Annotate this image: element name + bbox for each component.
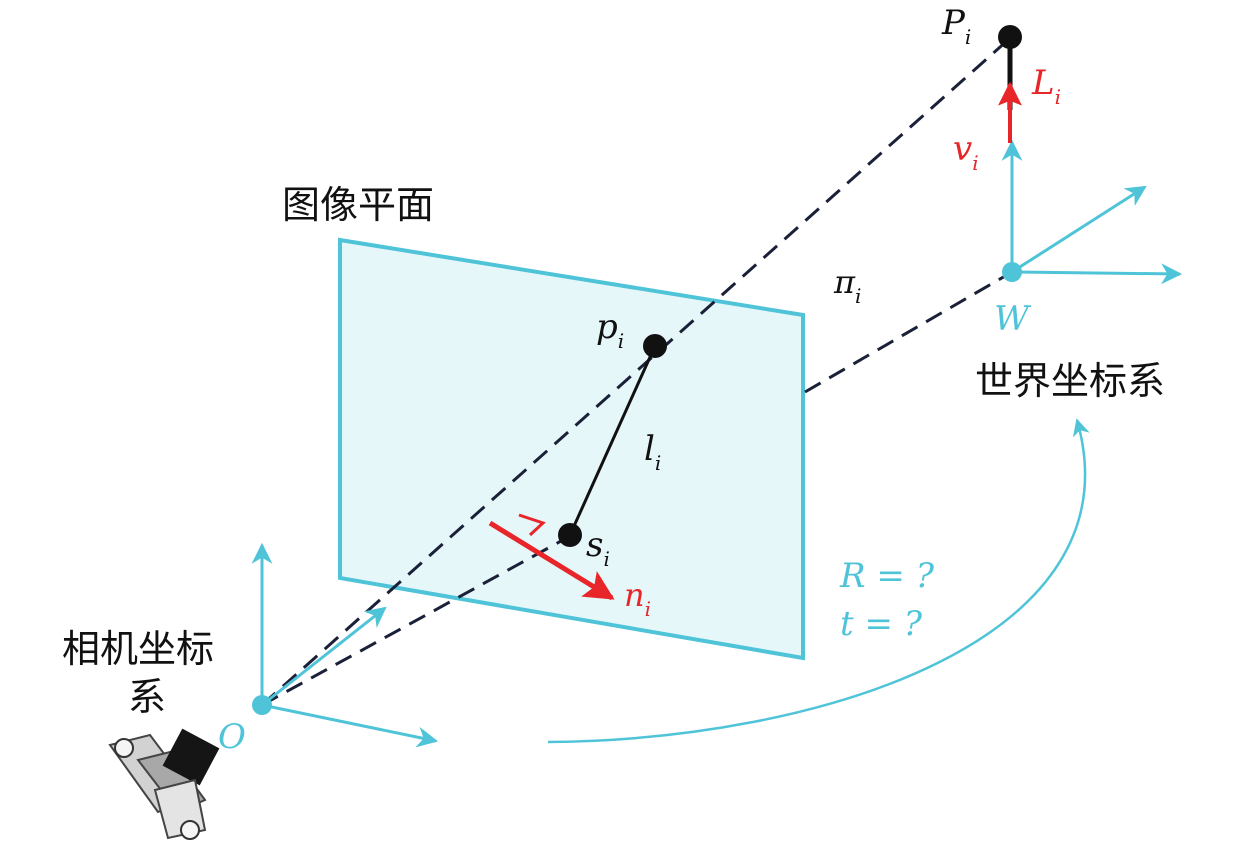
camera-axis-z xyxy=(261,606,387,707)
camera-frame-label-line1: 相机坐标 xyxy=(62,627,214,671)
label-translation-unknown: t = ? xyxy=(840,604,923,644)
point-2d-s-dot xyxy=(558,523,582,547)
plane-trace-to-W xyxy=(804,270,1013,394)
label-W: W xyxy=(994,299,1032,339)
world-frame-label: 世界坐标系 xyxy=(975,359,1165,403)
label-l: li xyxy=(644,429,661,475)
world-frame-axes xyxy=(1001,139,1183,285)
camera-axis-x xyxy=(261,703,439,748)
camera-frame-label-line2: 系 xyxy=(128,675,166,719)
line-2d-l xyxy=(568,345,657,536)
label-s: si xyxy=(586,525,610,571)
world-axis-x xyxy=(1011,263,1183,285)
normal-vector-n xyxy=(488,520,615,601)
label-v: vi xyxy=(953,129,979,175)
label-O: O xyxy=(218,717,246,757)
camera-origin-dot xyxy=(252,695,272,715)
image-plane-label: 图像平面 xyxy=(282,183,434,227)
label-rotation-unknown: R = ? xyxy=(839,556,935,596)
world-origin-dot xyxy=(1002,262,1022,282)
projection-lines xyxy=(261,38,1013,707)
ray-O-to-s xyxy=(261,533,573,707)
label-p: pi xyxy=(596,307,624,353)
point-3d-P-dot xyxy=(998,25,1022,49)
label-n: ni xyxy=(624,576,651,621)
world-axis-z xyxy=(1011,185,1147,274)
camera-icon xyxy=(108,728,220,840)
point-2d-p-dot xyxy=(643,334,667,358)
label-P: Pi xyxy=(941,3,971,49)
label-L: Li xyxy=(1031,63,1061,109)
right-angle-marker xyxy=(518,513,546,537)
image-plane xyxy=(338,237,805,661)
label-pi: πi xyxy=(833,263,861,308)
camera-frame-axes xyxy=(251,542,439,748)
transform-arc-arrow xyxy=(547,418,1090,744)
